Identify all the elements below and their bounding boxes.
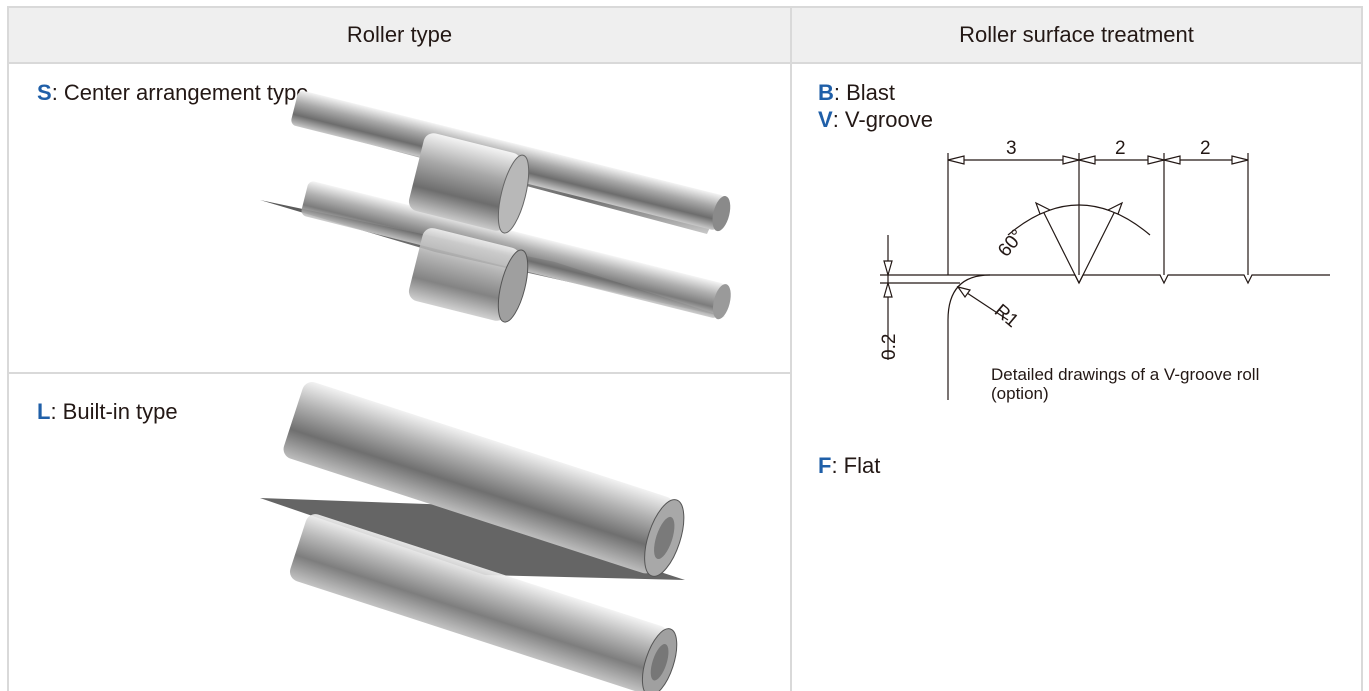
treatment-b-label: : Blast xyxy=(833,80,896,105)
column-divider xyxy=(790,6,792,691)
v-groove-caption: Detailed drawings of a V-groove roll (op… xyxy=(991,365,1259,403)
code-l: L xyxy=(37,399,51,424)
table-left-border xyxy=(7,6,9,691)
header-surface-treatment: Roller surface treatment xyxy=(792,8,1361,62)
header-roller-type-label: Roller type xyxy=(346,22,453,47)
dim-angle: 60° xyxy=(994,226,1029,262)
dim-depth: 0.2 xyxy=(879,334,900,360)
table-right-border xyxy=(1361,6,1363,691)
treatment-v-label: : V-groove xyxy=(832,107,933,132)
roller-type-s-label: : Center arrangement type xyxy=(51,80,309,105)
treatment-v: V: V-groove xyxy=(818,107,933,133)
center-arrangement-roller-image xyxy=(260,90,731,323)
code-v: V xyxy=(818,107,833,132)
header-roller-type: Roller type xyxy=(9,8,790,62)
dim-2b: 2 xyxy=(1200,138,1211,159)
header-surface-treatment-label: Roller surface treatment xyxy=(959,22,1194,47)
header-bottom-border xyxy=(7,62,1363,64)
dim-radius: R1 xyxy=(990,300,1022,332)
table-top-border xyxy=(7,6,1363,8)
roller-type-l-label: : Built-in type xyxy=(50,399,178,424)
code-f: F xyxy=(818,453,832,478)
v-groove-drawing: 3 2 2 60° R1 0.2 xyxy=(879,138,1330,400)
roller-type-s: S: Center arrangement type xyxy=(37,80,309,106)
code-b: B xyxy=(818,80,834,105)
treatment-f-label: : Flat xyxy=(831,453,881,478)
roller-type-l: L: Built-in type xyxy=(37,399,178,425)
spec-table: Roller type Roller surface treatment xyxy=(7,6,1363,691)
code-s: S xyxy=(37,80,52,105)
treatment-b: B: Blast xyxy=(818,80,895,106)
dim-2a: 2 xyxy=(1115,138,1126,159)
caption-line-2: (option) xyxy=(991,384,1049,403)
dim-3: 3 xyxy=(1006,138,1017,159)
row-divider xyxy=(7,372,790,374)
built-in-roller-image xyxy=(260,382,685,691)
treatment-f: F: Flat xyxy=(818,453,880,479)
caption-line-1: Detailed drawings of a V-groove roll xyxy=(991,365,1260,384)
